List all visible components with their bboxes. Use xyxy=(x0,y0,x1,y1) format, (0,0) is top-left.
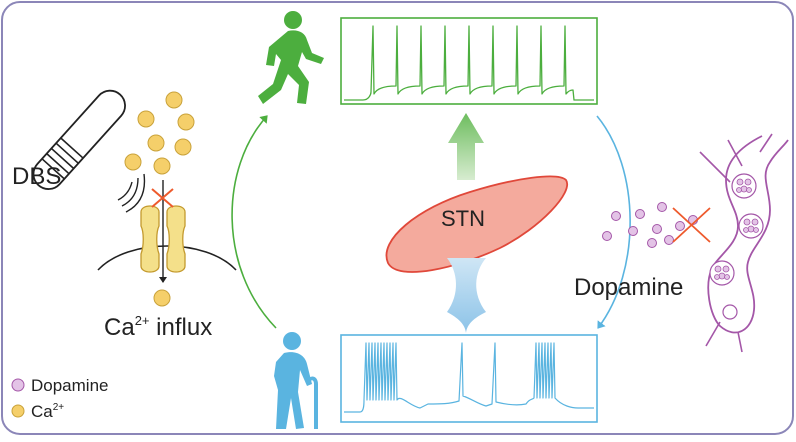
dopamine-molecule xyxy=(664,235,674,245)
legend-ca-label: Ca2+ xyxy=(31,402,64,421)
legend: Dopamine Ca2+ xyxy=(11,376,109,421)
dopamine-molecule xyxy=(628,226,638,236)
up-arrow xyxy=(448,113,484,180)
dbs-label: DBS xyxy=(12,163,61,190)
parkinsonian-burst-trace xyxy=(340,334,598,423)
dbs-electrode-icon xyxy=(32,89,146,213)
calcium-ion xyxy=(153,157,171,175)
influx-label: Ca2+ influx xyxy=(104,313,212,341)
down-arrow xyxy=(447,258,486,333)
dopamine-molecule xyxy=(652,224,662,234)
dopaminergic-neuron-icon xyxy=(699,133,789,353)
outer-frame xyxy=(1,1,794,435)
stn-label: STN xyxy=(441,206,485,231)
cell-membrane xyxy=(97,245,237,271)
dopamine-molecule xyxy=(675,221,685,231)
legend-dopamine-label: Dopamine xyxy=(31,376,109,395)
calcium-ion xyxy=(137,110,155,128)
walking-person-icon xyxy=(258,11,324,104)
healthy-firing-trace xyxy=(340,17,598,105)
dopamine-molecule xyxy=(611,211,621,221)
green-cycle-arrow xyxy=(231,115,277,329)
x-mark-icon xyxy=(672,207,711,243)
legend-dopamine-swatch xyxy=(11,378,25,392)
calcium-ion xyxy=(124,153,142,171)
calcium-ion xyxy=(177,113,195,131)
dopamine-molecule xyxy=(602,231,612,241)
elderly-person-with-cane-icon xyxy=(274,332,318,429)
x-mark-icon xyxy=(151,188,174,208)
dopamine-molecule xyxy=(635,209,645,219)
dopamine-label: Dopamine xyxy=(574,274,683,301)
legend-ca-swatch xyxy=(11,404,25,418)
dopamine-molecules xyxy=(602,202,698,248)
calcium-channel-icon xyxy=(140,205,186,273)
dopamine-molecule xyxy=(647,238,657,248)
calcium-ions xyxy=(124,91,195,307)
calcium-ion xyxy=(147,134,165,152)
calcium-ion xyxy=(165,91,183,109)
dopamine-molecule xyxy=(657,202,667,212)
blue-cycle-arrow xyxy=(596,115,631,329)
calcium-ion xyxy=(153,289,171,307)
calcium-ion xyxy=(174,138,192,156)
